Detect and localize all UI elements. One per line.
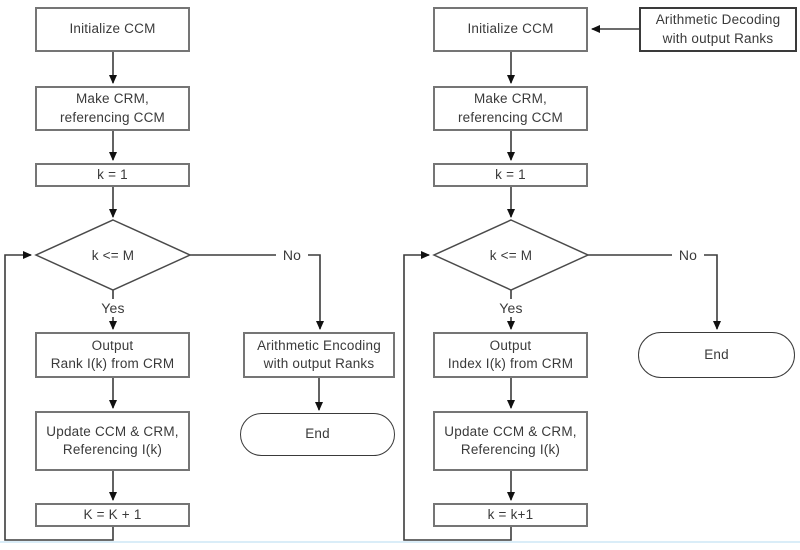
encoder-yes-label: Yes xyxy=(94,299,132,317)
decoder-output-box: Output Index I(k) from CRM xyxy=(433,332,588,378)
encoder-k-init-box: k = 1 xyxy=(35,163,190,187)
encoder-end-terminal: End xyxy=(240,413,395,456)
decoder-yes-label: Yes xyxy=(492,299,530,317)
decoder-no-label: No xyxy=(672,246,704,264)
decoder-init-box: Initialize CCM xyxy=(433,7,588,52)
encoder-output-box: Output Rank I(k) from CRM xyxy=(35,332,190,378)
decoder-decision-diamond xyxy=(432,219,590,291)
decoder-update-box: Update CCM & CRM, Referencing I(k) xyxy=(433,411,588,471)
decoder-end-terminal: End xyxy=(638,332,795,378)
decoder-arithmetic-box: Arithmetic Decoding with output Ranks xyxy=(639,7,797,52)
encoder-update-box: Update CCM & CRM, Referencing I(k) xyxy=(35,411,190,471)
encoder-decision-label: k <= M xyxy=(91,247,135,263)
encoder-decision-diamond xyxy=(34,219,192,291)
decoder-make-crm-box: Make CRM, referencing CCM xyxy=(433,86,588,131)
encoder-init-box: Initialize CCM xyxy=(35,7,190,52)
decoder-edges xyxy=(403,25,721,541)
encoder-edges xyxy=(4,52,324,541)
encoder-arithmetic-box: Arithmetic Encoding with output Ranks xyxy=(243,332,395,378)
bottom-rule xyxy=(0,541,800,543)
encoder-increment-box: K = K + 1 xyxy=(35,503,190,527)
encoder-make-crm-box: Make CRM, referencing CCM xyxy=(35,86,190,131)
decoder-increment-box: k = k+1 xyxy=(433,503,588,527)
encoder-no-label: No xyxy=(276,246,308,264)
decoder-k-init-box: k = 1 xyxy=(433,163,588,187)
decoder-decision-label: k <= M xyxy=(489,247,533,263)
